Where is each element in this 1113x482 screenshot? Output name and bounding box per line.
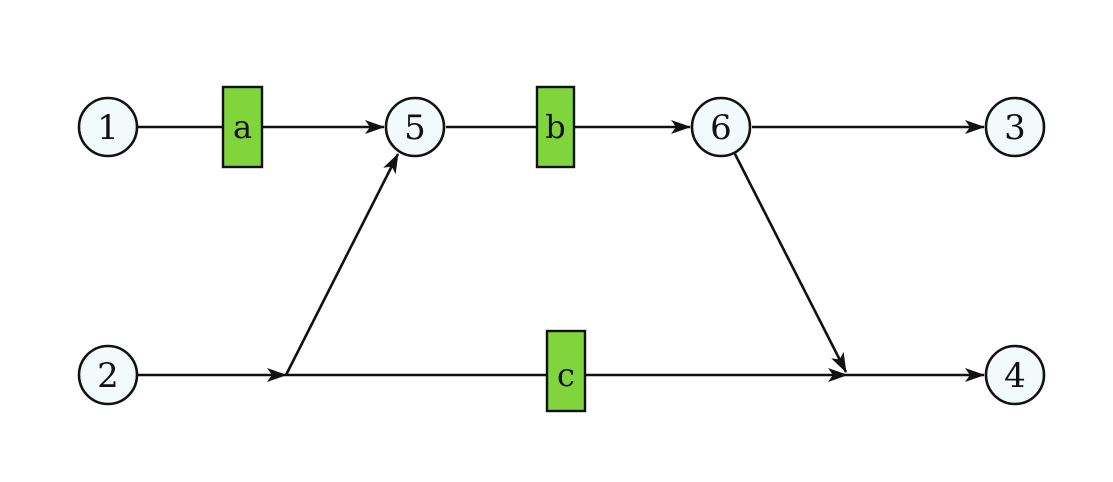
node-1: 1 — [77, 96, 139, 158]
transition-a-label: a — [233, 108, 252, 146]
transition-b-label: b — [545, 108, 565, 146]
node-3: 3 — [984, 96, 1046, 158]
node-3-label: 3 — [1004, 108, 1026, 148]
node-6: 6 — [690, 96, 752, 158]
edge-6-to-merge — [733, 153, 848, 373]
node-2: 2 — [77, 344, 139, 406]
node-1-label: 1 — [97, 108, 119, 148]
node-6-circle — [690, 96, 752, 158]
node-4-label: 4 — [1004, 356, 1026, 396]
node-5: 5 — [384, 96, 446, 158]
transition-a: a — [221, 85, 264, 169]
edges — [138, 120, 985, 382]
node-2-circle — [77, 344, 139, 406]
node-4: 4 — [984, 344, 1046, 406]
transition-c: c — [545, 329, 587, 413]
node-1-circle — [77, 96, 139, 158]
node-2-label: 2 — [97, 356, 119, 396]
transition-a-box — [221, 85, 264, 169]
transition-b: b — [535, 85, 576, 169]
transition-c-box — [545, 329, 587, 413]
node-3-circle — [984, 96, 1046, 158]
transition-c-label: c — [557, 356, 575, 394]
node-5-label: 5 — [404, 108, 426, 148]
transition-b-box — [535, 85, 576, 169]
node-4-circle — [984, 344, 1046, 406]
node-5-circle — [384, 96, 446, 158]
edge-junction-to-5 — [284, 153, 400, 376]
node-6-label: 6 — [710, 108, 732, 148]
